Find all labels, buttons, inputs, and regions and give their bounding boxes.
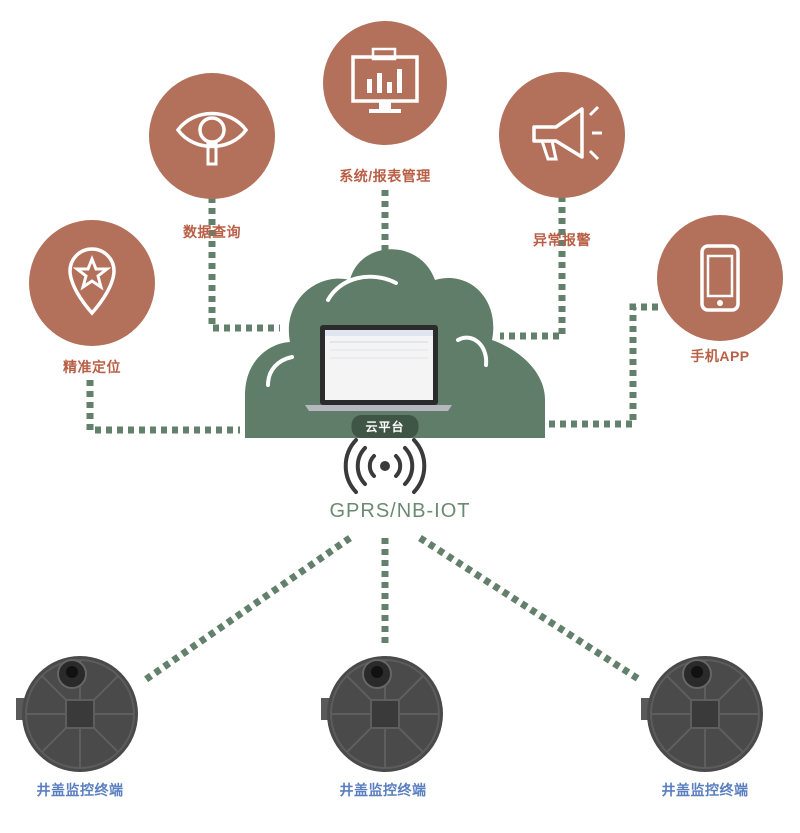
- monitor-chart-icon: [351, 47, 419, 113]
- service-node-1: [149, 73, 275, 199]
- eye-search-icon: [175, 111, 249, 166]
- service-label-alarm: 异常报警: [533, 232, 591, 248]
- location-star-icon: [68, 247, 116, 316]
- connector-app: [540, 303, 658, 428]
- terminal-label-center: 井盖监控终端: [339, 782, 427, 798]
- service-node-2: [323, 21, 447, 145]
- terminal-label-left: 井盖监控终端: [36, 782, 124, 798]
- connector-query: [208, 197, 280, 332]
- service-node-3: [499, 72, 625, 198]
- manhole-cover-sensor-icon: [16, 656, 138, 772]
- connector-terminal-left: [143, 535, 352, 683]
- service-label-report: 系统/报表管理: [339, 168, 431, 184]
- cloud-highlight-left: [266, 355, 294, 387]
- cloud-platform-label: 云平台: [351, 415, 419, 438]
- connectors: [86, 190, 658, 683]
- connector-alarm: [500, 196, 566, 340]
- wireless-signal-icon: [343, 438, 427, 494]
- smartphone-icon: [700, 244, 740, 312]
- service-node-0: [29, 220, 155, 346]
- laptop-icon: [305, 325, 452, 411]
- terminal-nodes: [16, 656, 763, 772]
- connector-terminal-right: [418, 535, 642, 683]
- protocol-label: GPRS/NB-IOT: [329, 500, 471, 522]
- service-node-4: [657, 215, 783, 341]
- connector-location: [86, 380, 240, 434]
- cloud-highlight-right: [456, 335, 489, 367]
- megaphone-icon: [532, 105, 602, 161]
- manhole-cover-sensor-icon: [321, 656, 443, 772]
- cloud-highlight-top: [326, 274, 398, 302]
- service-label-app: 手机APP: [690, 348, 750, 364]
- service-nodes: [29, 21, 783, 346]
- service-label-location: 精准定位: [63, 359, 121, 375]
- manhole-cover-sensor-icon: [641, 656, 763, 772]
- service-label-query: 数据查询: [183, 224, 241, 240]
- cloud: [245, 249, 545, 438]
- terminal-label-right: 井盖监控终端: [661, 782, 749, 798]
